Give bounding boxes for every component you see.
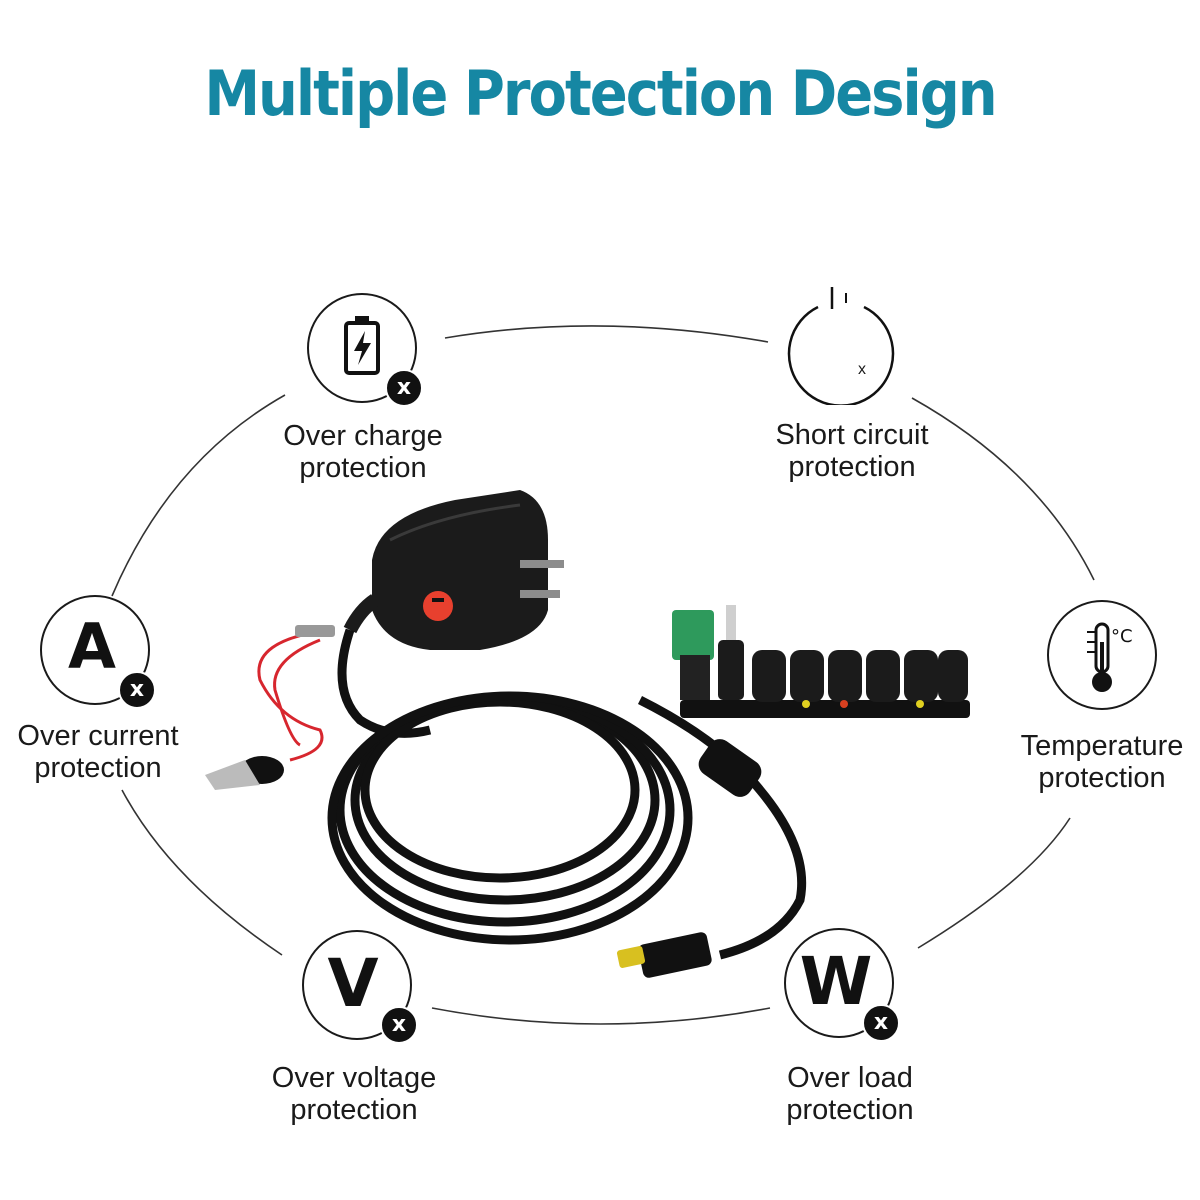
plug-prong	[520, 560, 564, 568]
short-circuit-label-line2: protection	[788, 451, 916, 483]
short-circuit-label-line1: Short circuit	[775, 419, 929, 451]
temperature-badge: °C	[1047, 600, 1157, 710]
disabled-x-icon: x	[385, 369, 423, 407]
power-icon	[787, 287, 895, 407]
red-wire-clip	[205, 625, 335, 790]
battery-charging-icon	[344, 316, 380, 375]
watt-icon: W	[799, 943, 873, 1020]
connecting-ring	[111, 325, 1095, 1025]
over-voltage-badge: V x	[302, 930, 418, 1044]
disabled-x-icon: x	[380, 1006, 418, 1044]
over-load-badge: W x	[784, 928, 900, 1042]
temperature-label-line1: Temperature	[1020, 730, 1184, 762]
over-voltage-label-line2: protection	[290, 1094, 418, 1126]
over-charge-label-line2: protection	[299, 452, 427, 484]
power-adapter	[343, 490, 564, 650]
over-current-label-line1: Over current	[17, 720, 179, 752]
volt-icon: V	[327, 945, 379, 1022]
terminal-block	[672, 610, 714, 660]
disabled-x-icon: x	[862, 1004, 900, 1042]
plug-prong	[520, 590, 560, 598]
amp-icon: A	[68, 610, 116, 683]
ferrite-bead	[698, 739, 762, 797]
dc-plug	[616, 932, 712, 978]
over-current-badge: A x	[40, 595, 156, 709]
page-title: Multiple Protection Design	[204, 58, 997, 131]
over-load-label-line1: Over load	[787, 1062, 913, 1094]
celsius-unit: °C	[1111, 626, 1133, 647]
short-circuit-badge: x	[780, 285, 900, 407]
over-current-label-line2: protection	[34, 752, 162, 784]
thermometer-icon	[1087, 622, 1112, 692]
connector-tips	[672, 605, 970, 718]
over-charge-badge: x	[307, 293, 423, 407]
coiled-cable	[327, 628, 807, 960]
over-voltage-label-line1: Over voltage	[271, 1062, 437, 1094]
disabled-x-icon: x	[858, 361, 866, 378]
temperature-label-line2: protection	[1038, 762, 1166, 794]
over-load-label-line2: protection	[786, 1094, 914, 1126]
disabled-x-icon: x	[118, 671, 156, 709]
voltage-dial	[423, 591, 453, 621]
over-charge-label-line1: Over charge	[283, 420, 443, 452]
